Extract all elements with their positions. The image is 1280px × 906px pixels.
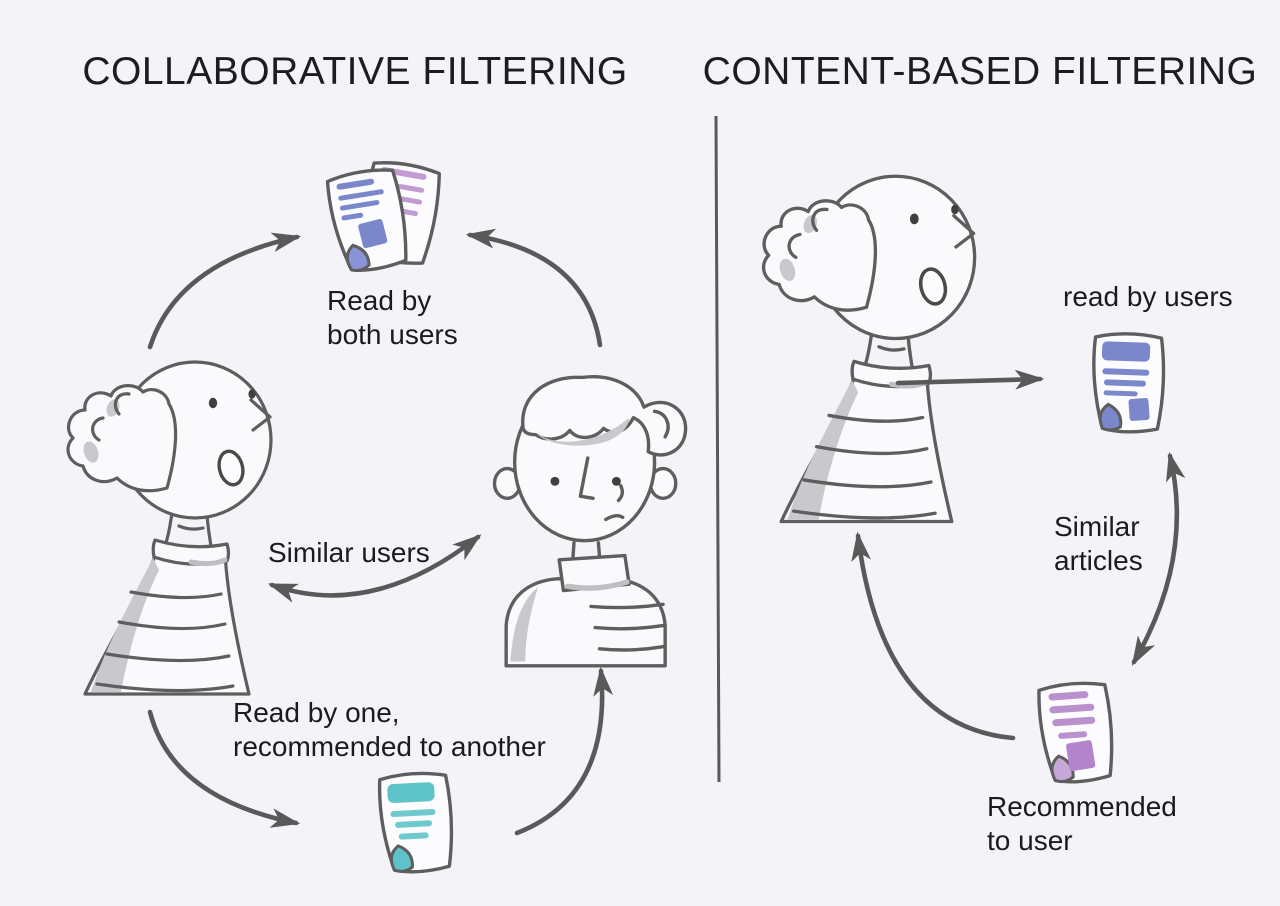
read-documents-pair-icon <box>324 157 445 277</box>
content-user-icon <box>764 176 975 521</box>
label-read-by-users: read by users <box>1063 281 1233 312</box>
right-panel-title: CONTENT-BASED FILTERING <box>702 50 1258 93</box>
read-document-blue-icon <box>1089 330 1167 435</box>
user-left-icon <box>68 362 271 694</box>
arrow-purple-doc-to-user <box>851 531 1016 741</box>
arrow-user-left-to-teal-doc <box>147 709 301 828</box>
arrow-similar-users <box>267 534 482 603</box>
label-similar-articles: Similar articles <box>1054 511 1143 577</box>
arrow-user-right-to-docs <box>465 228 603 348</box>
panel-divider <box>714 115 721 783</box>
arrow-user-left-to-docs <box>147 232 302 350</box>
label-read-by-both-users: Read by both users <box>327 285 458 351</box>
recommended-document-purple-icon <box>1036 679 1117 786</box>
label-read-by-one-recommended: Read by one, recommended to another <box>233 697 546 763</box>
label-recommended-to-user: Recommended to user <box>987 791 1177 857</box>
arrow-user-to-blue-doc <box>895 369 1045 390</box>
collaborative-arrows <box>147 228 614 836</box>
user-right-icon <box>495 377 686 666</box>
arrow-teal-doc-to-user-right <box>514 666 614 836</box>
recommended-document-teal-icon <box>376 770 456 876</box>
left-panel-title: COLLABORATIVE FILTERING <box>82 50 628 93</box>
content-based-arrows <box>851 369 1186 741</box>
arrow-similar-articles <box>1131 451 1186 666</box>
